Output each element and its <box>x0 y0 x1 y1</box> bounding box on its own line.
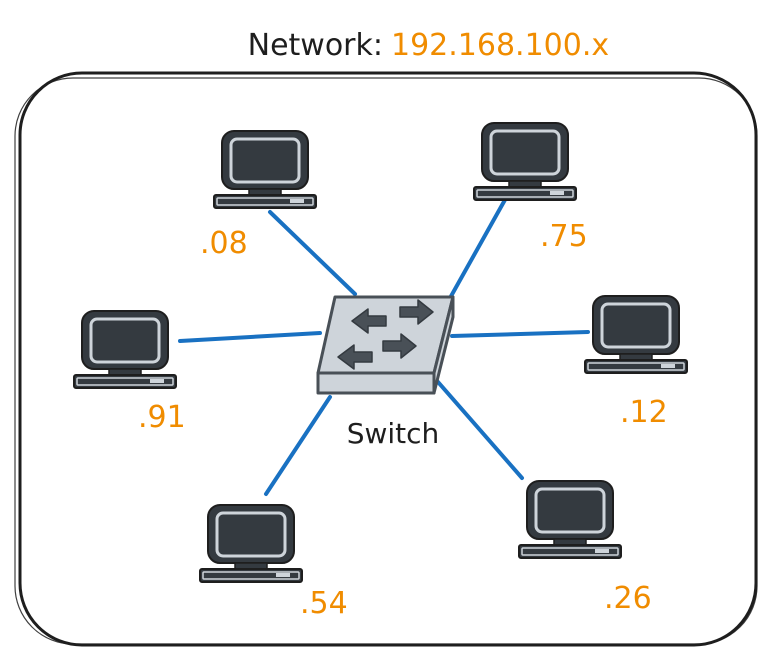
computer-icon <box>212 129 318 210</box>
host-label-91: .91 <box>138 400 186 435</box>
computer-icon <box>517 479 623 560</box>
link-54 <box>264 395 332 496</box>
host-26 <box>517 479 623 560</box>
link-26 <box>429 372 524 480</box>
host-label-26: .26 <box>604 581 652 616</box>
host-75 <box>472 121 578 202</box>
link-91 <box>178 331 322 343</box>
host-label-75: .75 <box>540 219 588 254</box>
link-group <box>178 196 590 496</box>
host-label-12: .12 <box>620 395 668 430</box>
host-label-08: .08 <box>200 226 248 261</box>
computer-icon <box>72 309 178 390</box>
computer-icon <box>198 503 304 584</box>
switch-label: Switch <box>347 417 440 450</box>
host-91 <box>72 309 178 390</box>
network-title-value: 192.168.100.x <box>391 28 609 63</box>
network-boundary <box>18 71 758 647</box>
host-12 <box>583 294 689 375</box>
computer-icon <box>583 294 689 375</box>
network-boundary-sketch <box>14 77 758 645</box>
link-12 <box>450 330 590 338</box>
computer-icon <box>472 121 578 202</box>
link-75 <box>448 196 508 300</box>
host-label-54: .54 <box>300 586 348 621</box>
network-switch-icon <box>316 295 455 395</box>
host-54 <box>198 503 304 584</box>
network-title-label: Network: <box>248 28 383 63</box>
host-08 <box>212 129 318 210</box>
link-08 <box>268 210 357 296</box>
